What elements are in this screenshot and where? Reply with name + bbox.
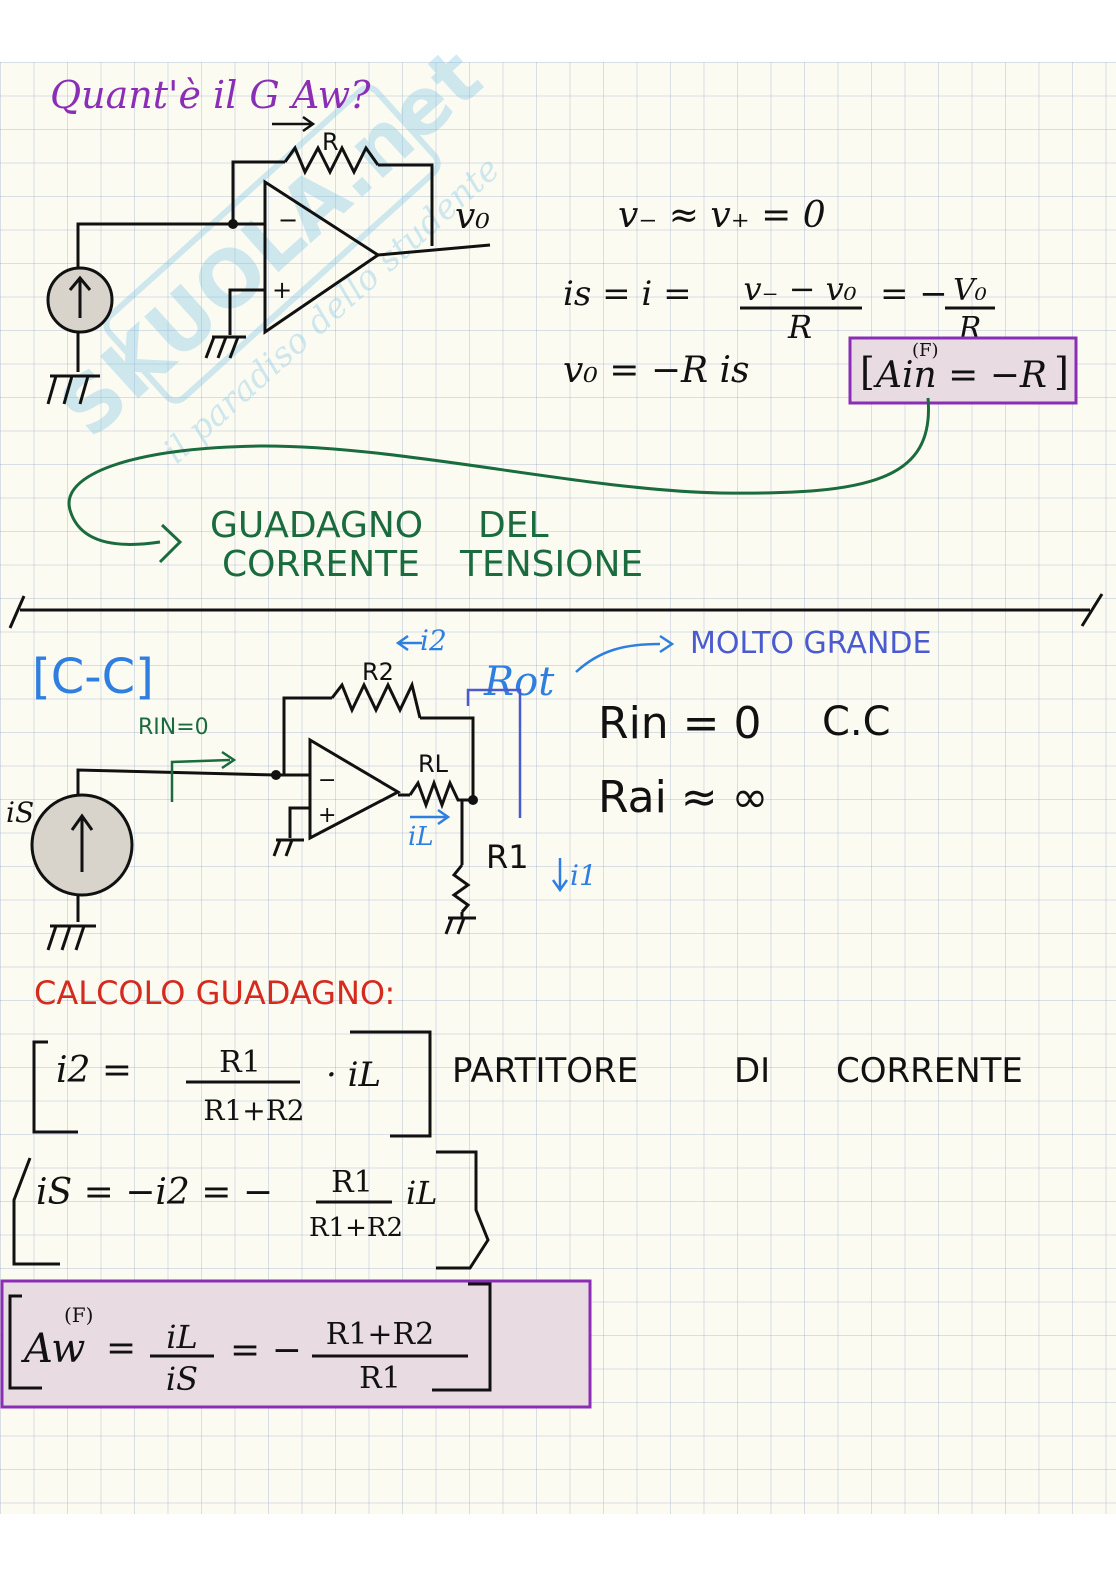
label-R1: R1 — [486, 838, 529, 876]
feedback2-wire-left — [276, 696, 332, 777]
bracket-left-2 — [12, 1157, 60, 1266]
result-2-left: Aw — [20, 1326, 85, 1372]
label-iL: iL — [408, 822, 434, 852]
bracket-right-2 — [436, 1150, 490, 1270]
result-2-den2: R1 — [359, 1361, 401, 1396]
annotation-arrowhead-icon — [158, 523, 183, 564]
label-RL: RL — [418, 750, 449, 778]
arrow-up-icon — [68, 275, 92, 291]
eq-current-den: R — [787, 308, 812, 346]
label-R2: R2 — [362, 658, 394, 686]
eq-is-den: R1+R2 — [309, 1213, 403, 1243]
opamp2-minus: − — [318, 768, 336, 793]
svg-text:]: ] — [1054, 350, 1069, 394]
eq-rin: Rin = 0 — [598, 698, 762, 749]
feedback2-wire-right — [420, 716, 475, 800]
eq-current-mid: = − — [880, 274, 948, 314]
partitore-word-1: PARTITORE — [452, 1051, 638, 1091]
annot-tensione: TENSIONE — [459, 544, 643, 585]
molto-arrow-curve — [575, 642, 661, 673]
resistor-RL — [408, 778, 473, 810]
eq-is-right: iL — [406, 1174, 437, 1212]
source-wire-top — [76, 222, 233, 272]
partitore-word-2: DI — [734, 1051, 770, 1091]
result-box-1 — [848, 336, 1078, 405]
opamp1-plus: + — [272, 276, 292, 304]
result-2-sup: (F) — [64, 1303, 93, 1327]
config-tag: [C-C] — [32, 649, 154, 705]
eq-virtual-ground: v₋ ≈ v₊ = 0 — [618, 195, 826, 236]
resistor-R2 — [330, 680, 422, 719]
annot-del: DEL — [478, 505, 549, 546]
eq-current-left: is = i = — [563, 274, 692, 314]
output-wire — [377, 243, 491, 257]
annotation-arrow-curve — [67, 397, 930, 546]
bracket-left-1 — [32, 1040, 78, 1134]
label-is: iS — [6, 796, 34, 829]
calc-title: CALCOLO GUADAGNO: — [34, 974, 395, 1012]
result-2-num1: iL — [166, 1318, 197, 1356]
eq-current-num2: V₀ — [953, 273, 987, 308]
noninverting2-wire — [288, 806, 310, 838]
annot-corrente: CORRENTE — [222, 544, 420, 585]
eq-current-num: v₋ − v₀ — [743, 270, 856, 308]
eq-cc: C.C — [822, 699, 891, 745]
eq-i2-den: R1+R2 — [203, 1094, 304, 1127]
feedback-wire-right — [378, 163, 434, 246]
annot-guadagno: GUADAGNO — [210, 505, 423, 546]
eq-i2-right: · iL — [326, 1055, 381, 1095]
eq-vo: v₀ = −R is — [563, 350, 750, 391]
resistor-R — [283, 144, 380, 176]
eq-i2-left: i2 = — [56, 1050, 132, 1091]
result-1-main: Ain = −R — [873, 355, 1047, 396]
rout-bracket — [466, 688, 522, 818]
label-Rin0: RIN=0 — [138, 715, 209, 740]
result-2-num2: R1+R2 — [326, 1317, 435, 1352]
opamp-triangle — [263, 179, 381, 335]
feedback-wire-left — [231, 160, 285, 222]
resistor-R1 — [451, 864, 471, 913]
opamp2-triangle — [308, 737, 402, 841]
result-2-den1: iS — [166, 1360, 198, 1398]
grid-paper — [0, 62, 1116, 1514]
eq-rout: Rai ≈ ∞ — [598, 772, 768, 823]
circuit-current-amp — [46, 680, 476, 951]
result-2-eq2: = − — [230, 1330, 302, 1371]
bracket-right-1 — [350, 1030, 432, 1138]
rin-arrow-icon — [170, 758, 231, 802]
result-2-eq: = — [106, 1328, 136, 1369]
eq-is-left: iS = −i2 = − — [36, 1172, 273, 1213]
eq-i2-num: R1 — [219, 1045, 261, 1080]
molto-grande: MOLTO GRANDE — [690, 626, 931, 661]
label-vo: v₀ — [455, 196, 490, 237]
arrow-up-icon-2 — [70, 813, 94, 831]
label-i1: i1 — [570, 859, 597, 892]
opamp1-minus: − — [278, 206, 298, 234]
label-i2: i2 — [420, 624, 447, 657]
circuit-inverting-amp — [46, 144, 491, 405]
partitore-word-3: CORRENTE — [836, 1051, 1023, 1091]
result-box-2 — [0, 1279, 592, 1409]
node-dot — [228, 219, 238, 229]
result-1-sup: (F) — [912, 340, 939, 361]
svg-text:[: [ — [860, 350, 875, 394]
label-R: R — [322, 128, 339, 156]
question-title: Quant'è il G Aw? — [50, 73, 371, 117]
noninverting-wire — [228, 288, 265, 335]
eq-is-num: R1 — [331, 1165, 373, 1200]
opamp2-plus: + — [318, 803, 336, 828]
